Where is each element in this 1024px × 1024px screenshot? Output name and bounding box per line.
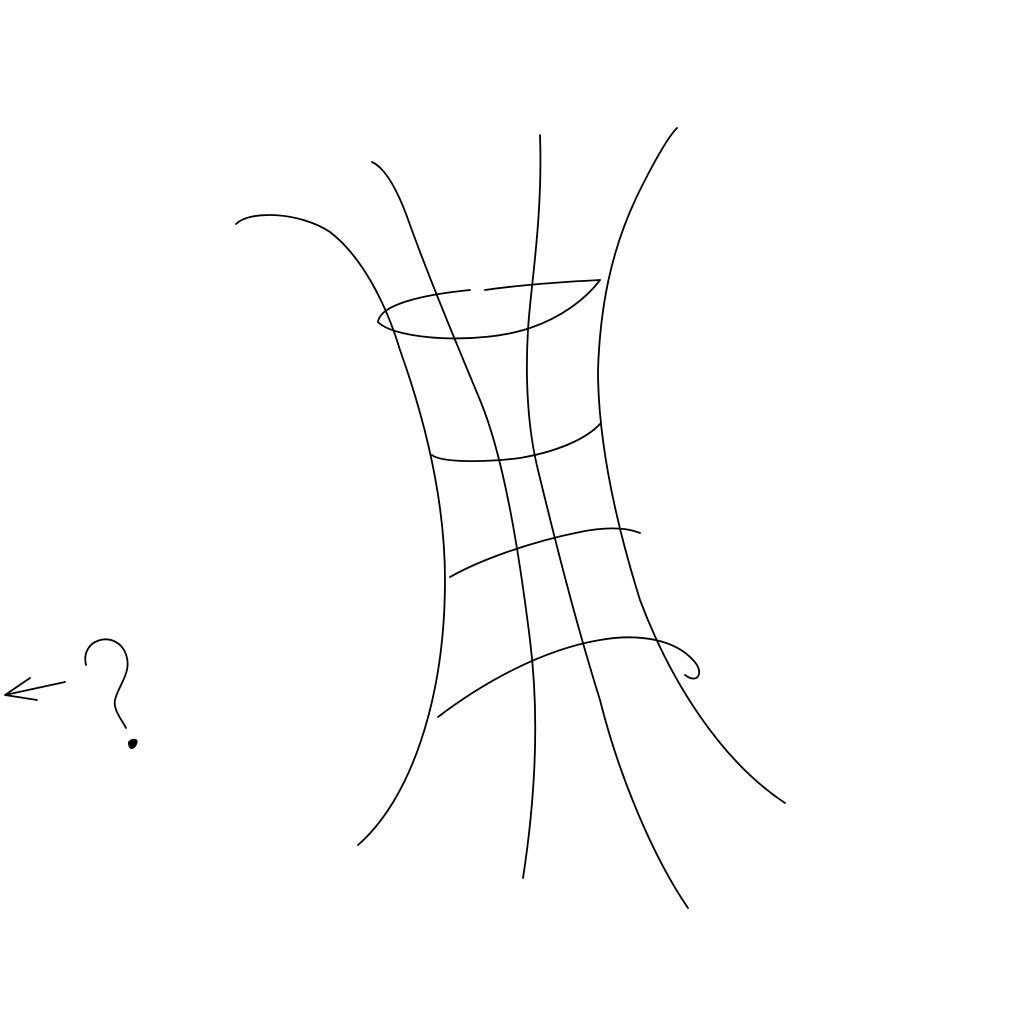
left-arrow-icon — [4, 677, 66, 701]
outer-left-curve — [235, 214, 446, 846]
cross-line-2 — [431, 423, 601, 463]
outer-right-curve — [597, 127, 786, 804]
cross-line-3 — [449, 527, 641, 578]
question-mark-dot — [128, 738, 138, 749]
inner-left-curve — [371, 161, 537, 879]
hyperboloid-sketch — [235, 127, 786, 909]
center-right-curve — [525, 134, 689, 909]
top-ellipse-back — [377, 279, 601, 323]
question-mark-icon — [84, 638, 129, 729]
cross-line-4 — [437, 636, 701, 718]
question-mark-label: ? — [80, 600, 81, 601]
question-annotation — [4, 638, 138, 749]
top-ellipse-front — [377, 279, 601, 340]
